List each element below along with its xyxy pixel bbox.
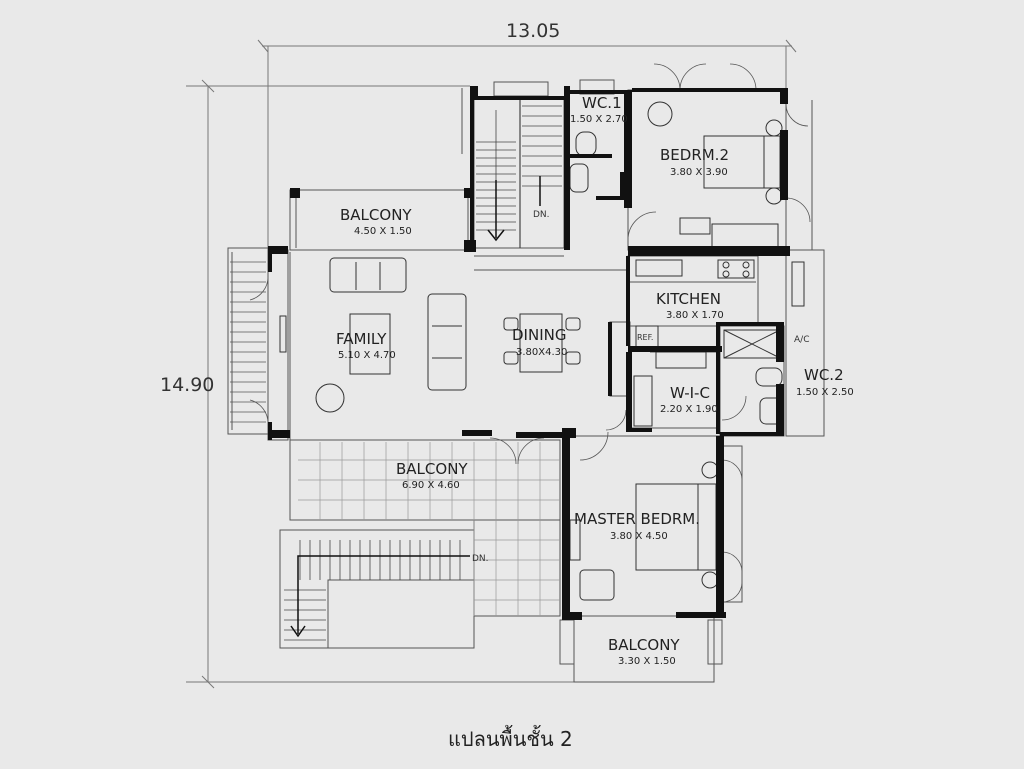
- ref-label: REF.: [637, 333, 653, 342]
- room-dining-size: 3.80X4.30: [516, 347, 567, 358]
- room-wc2-size: 1.50 X 2.50: [796, 387, 854, 398]
- room-balcony-mid-name: BALCONY: [396, 460, 468, 478]
- basin-icon: [569, 163, 589, 193]
- height-dimension: 14.90: [160, 374, 214, 396]
- room-balcony-top-size: 4.50 X 1.50: [354, 226, 412, 237]
- outline-lines: [227, 79, 825, 683]
- stair-bottom-treads: [284, 540, 461, 641]
- coffee-table-icon: [349, 313, 391, 375]
- room-dining-name: DINING: [512, 326, 566, 344]
- room-family-size: 5.10 X 4.70: [338, 350, 396, 361]
- room-wc2-name: WC.2: [804, 366, 844, 384]
- stair-down-arrow-bottom: [290, 555, 470, 638]
- dining-table-icon: [519, 313, 563, 373]
- stair-top-treads: [476, 100, 562, 248]
- room-kitchen-name: KITCHEN: [656, 290, 721, 308]
- room-wic-size: 2.20 X 1.90: [660, 404, 718, 415]
- sofa-side-icon: [427, 293, 467, 391]
- width-dimension: 13.05: [506, 20, 560, 42]
- door-swings: [249, 63, 811, 603]
- lounge-chair-icon: [579, 569, 615, 601]
- stair-down-arrow-top: [487, 176, 541, 242]
- room-balcony-bottom-size: 3.30 X 1.50: [618, 656, 676, 667]
- walls: [268, 86, 790, 620]
- room-master-size: 3.80 X 4.50: [610, 531, 668, 542]
- stair-down-label-top: DN.: [533, 210, 550, 220]
- plan-caption: แปลนพื้นชั้น 2: [448, 725, 573, 751]
- room-labels: WC.1 1.50 X 2.70 BEDRM.2 3.80 X 3.90 BAL…: [336, 94, 854, 667]
- room-balcony-mid-size: 6.90 X 4.60: [402, 480, 460, 491]
- sofa-icon: [329, 257, 407, 293]
- chair2-icon: [647, 101, 673, 127]
- armchair-icon: [315, 383, 345, 413]
- stair-down-label-bottom: DN.: [472, 554, 489, 564]
- dimension-lines: [186, 39, 797, 689]
- railing-hatch-left: [230, 261, 266, 423]
- room-bedrm2-name: BEDRM.2: [660, 146, 729, 164]
- room-kitchen-size: 3.80 X 1.70: [666, 310, 724, 321]
- room-wc1-size: 1.50 X 2.70: [570, 114, 628, 125]
- room-balcony-top-name: BALCONY: [340, 206, 412, 224]
- room-wic-name: W-I-C: [670, 384, 710, 402]
- room-family-name: FAMILY: [336, 330, 387, 348]
- furniture: [279, 101, 805, 601]
- room-wc1-name: WC.1: [582, 94, 622, 112]
- balcony-floor-grid: [298, 442, 560, 616]
- room-bedrm2-size: 3.80 X 3.90: [670, 167, 728, 178]
- toilet2-icon: [755, 367, 783, 387]
- room-master-name: MASTER BEDRM.: [574, 510, 700, 528]
- toilet-icon: [575, 131, 597, 157]
- ac-label: A/C: [794, 335, 809, 345]
- room-balcony-bottom-name: BALCONY: [608, 636, 680, 654]
